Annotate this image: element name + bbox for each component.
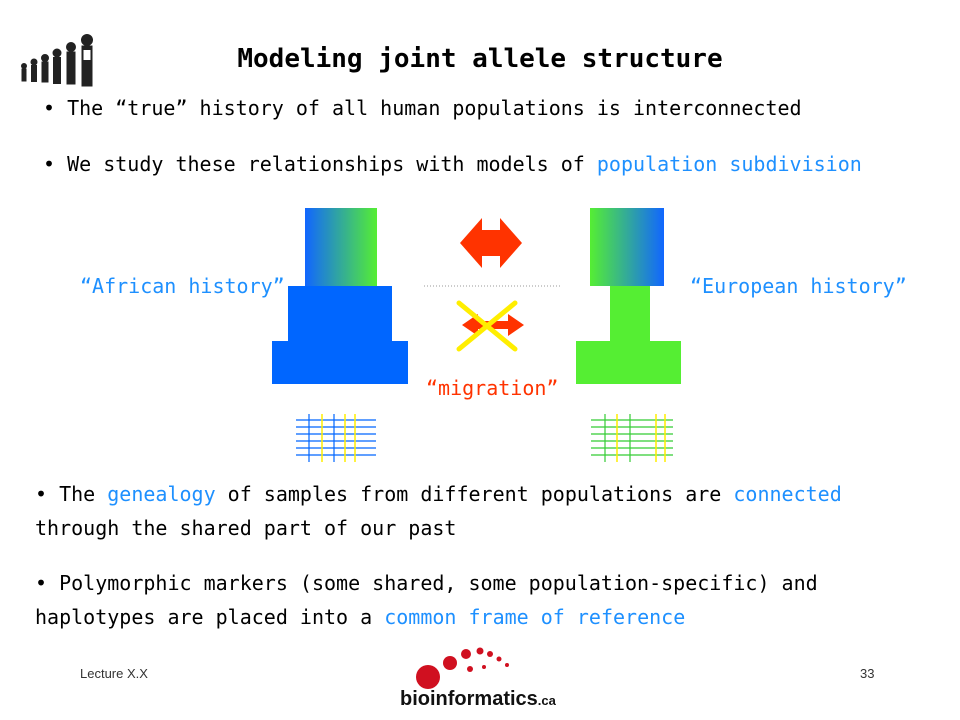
bioinformatics-logo: bioinformatics.ca (400, 688, 556, 711)
logo-suffix: .ca (537, 693, 556, 708)
european-history-label: “European history” (690, 274, 907, 298)
african-middle-block (288, 286, 392, 342)
european-haplotype-grid (591, 414, 673, 462)
bullet-text: • The (35, 482, 108, 506)
african-population-shape (272, 208, 408, 384)
slide-title: Modeling joint allele structure (237, 44, 723, 74)
people-icon (21, 34, 93, 87)
blocked-migration-cross (456, 300, 518, 352)
bullet-text: haplotypes are placed into a (35, 605, 385, 629)
bullet-text: • The “true” history of all human popula… (43, 96, 802, 120)
highlight-common-frame: common frame of reference (384, 605, 686, 629)
bullet-text: • We study these relationships with mode… (43, 152, 597, 176)
bullet-text-line2: through the shared part of our past (35, 516, 457, 540)
bullet-history-interconnected: • The “true” history of all human popula… (43, 96, 802, 120)
highlight-genealogy: genealogy (107, 482, 216, 506)
european-middle-block (610, 286, 650, 342)
african-base-block (272, 341, 408, 384)
european-base-block (576, 341, 681, 384)
african-history-label: “African history” (80, 274, 285, 298)
bullet-polymorphic-markers: • Polymorphic markers (some shared, some… (35, 566, 935, 634)
bioinformatics-logo-dots (416, 647, 509, 689)
footer-page-number: 33 (860, 666, 875, 681)
highlight-connected: connected (733, 482, 842, 506)
european-population-shape (576, 208, 681, 384)
highlight-population-subdivision: population subdivision (596, 152, 862, 176)
migration-arrow-large (460, 218, 522, 268)
migration-label: “migration” (426, 376, 559, 400)
african-ancestral-block (305, 208, 377, 286)
bullet-text: • Polymorphic markers (some shared, some… (35, 571, 818, 595)
bullet-text: of samples from different populations ar… (215, 482, 734, 506)
bullet-genealogy: • The genealogy of samples from differen… (35, 477, 935, 545)
european-ancestral-block (590, 208, 664, 286)
logo-text: bioinformatics (400, 688, 538, 710)
african-haplotype-grid (296, 414, 376, 462)
footer-lecture: Lecture X.X (80, 666, 148, 681)
bullet-population-subdivision: • We study these relationships with mode… (43, 152, 862, 176)
